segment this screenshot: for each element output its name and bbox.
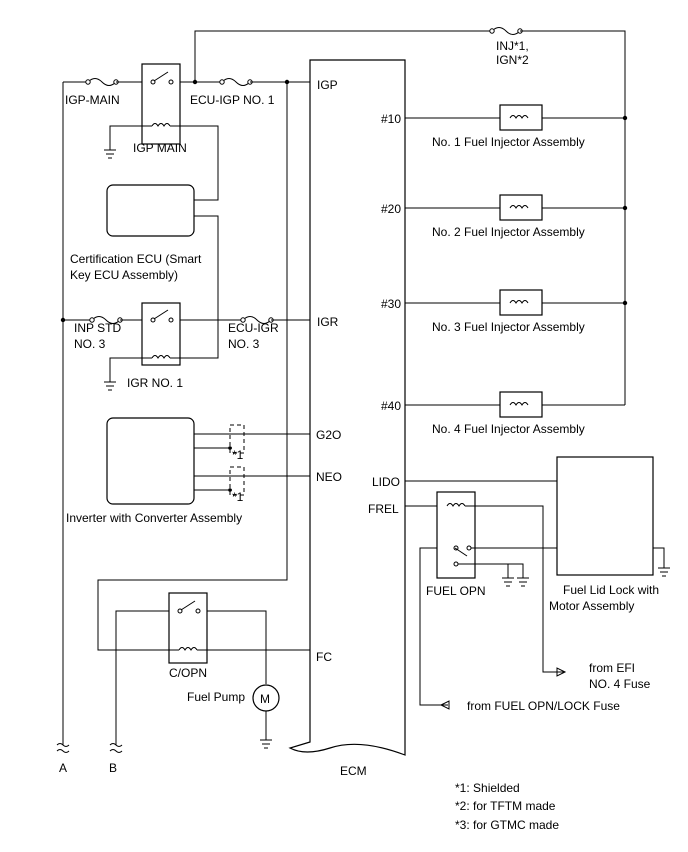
fuel-lid-lock-box bbox=[556, 456, 654, 576]
fuel-pump-ground-symbol bbox=[260, 739, 272, 749]
ecu-igp-fuse-symbol bbox=[221, 78, 251, 86]
connector-b-label: B bbox=[109, 761, 117, 775]
c-opn-circuit bbox=[97, 82, 310, 749]
c-opn-switch bbox=[180, 600, 196, 611]
wire-igp-to-fc bbox=[97, 82, 310, 651]
from-efi-label-2: NO. 4 Fuse bbox=[589, 677, 651, 691]
ecm-label: ECM bbox=[340, 764, 367, 778]
injector-3-label: No. 3 Fuel Injector Assembly bbox=[432, 320, 585, 334]
certification-ecu-box bbox=[106, 184, 195, 237]
inj-fuse-label-2: IGN*2 bbox=[496, 53, 529, 67]
shield-mark-top: *1 bbox=[232, 448, 244, 462]
fuel-opn-coil bbox=[446, 503, 466, 507]
pin-fc: FC bbox=[316, 650, 332, 664]
shield-bottom bbox=[229, 466, 245, 496]
pin-10: #10 bbox=[381, 112, 401, 126]
pin-lido: LIDO bbox=[372, 475, 400, 489]
inj-fuse-circuit bbox=[194, 27, 626, 405]
igr-no1-relay-box bbox=[141, 302, 181, 366]
note-shielded: *1: Shielded bbox=[455, 781, 520, 795]
pin-igr: IGR bbox=[317, 315, 339, 329]
fuel-lid-circuit bbox=[405, 456, 670, 710]
note-gtmc: *3: for GTMC made bbox=[455, 818, 559, 832]
igp-main-fuse-symbol bbox=[87, 78, 117, 86]
igp-circuit bbox=[63, 63, 310, 201]
certification-ecu-label-1: Certification ECU (Smart bbox=[70, 252, 202, 266]
from-efi-label-1: from EFI bbox=[589, 661, 635, 675]
connector-b-break bbox=[109, 743, 123, 753]
pin-neo: NEO bbox=[316, 470, 342, 484]
igp-main-coil bbox=[151, 123, 171, 127]
injector-2-box bbox=[499, 194, 543, 221]
igr-ground-symbol bbox=[104, 381, 116, 391]
injector-3-box bbox=[499, 289, 543, 316]
inverter-label: Inverter with Converter Assembly bbox=[66, 511, 242, 525]
ecm-block bbox=[288, 59, 406, 756]
fuel-lid-label-2: Motor Assembly bbox=[549, 599, 634, 613]
igp-main-relay-box bbox=[141, 63, 181, 145]
igr-no1-switch bbox=[153, 309, 169, 320]
igr-circuit bbox=[60, 82, 310, 745]
ecu-igr-fuse-label-1: ECU-IGR bbox=[228, 321, 279, 335]
motor-symbol-label: M bbox=[260, 692, 270, 706]
injector-4-box bbox=[499, 391, 543, 418]
c-opn-relay-label: C/OPN bbox=[169, 666, 207, 680]
wire-b bbox=[115, 610, 169, 745]
injector-circuits bbox=[405, 104, 628, 418]
fuel-lid-label-1: Fuel Lid Lock with bbox=[563, 583, 659, 597]
c-opn-relay-box bbox=[168, 592, 208, 664]
pin-20: #20 bbox=[381, 202, 401, 216]
inj-fuse-symbol bbox=[491, 27, 521, 35]
inverter-signal-wires bbox=[194, 424, 310, 496]
ecu-igr-fuse-symbol bbox=[242, 316, 272, 324]
connector-a-break bbox=[56, 743, 70, 753]
injector-2-label: No. 2 Fuel Injector Assembly bbox=[432, 225, 585, 239]
igp-main-switch bbox=[153, 71, 169, 82]
igp-main-relay-label: IGP MAIN bbox=[133, 141, 187, 155]
injector-4-label: No. 4 Fuel Injector Assembly bbox=[432, 422, 585, 436]
c-opn-coil bbox=[178, 647, 198, 651]
injector-1-label: No. 1 Fuel Injector Assembly bbox=[432, 135, 585, 149]
inp-std-fuse-symbol bbox=[91, 316, 121, 324]
shield-mark-bottom: *1 bbox=[232, 490, 244, 504]
fuel-pump-label: Fuel Pump bbox=[187, 690, 245, 704]
igp-ground-symbol bbox=[104, 149, 116, 159]
inp-std-fuse-label-2: NO. 3 bbox=[74, 337, 106, 351]
fuel-opn-relay-label: FUEL OPN bbox=[426, 584, 486, 598]
note-tftm: *2: for TFTM made bbox=[455, 799, 556, 813]
fuel-opn-switch bbox=[454, 547, 468, 557]
pin-40: #40 bbox=[381, 399, 401, 413]
inverter-box bbox=[106, 417, 195, 505]
igr-no1-relay-label: IGR NO. 1 bbox=[127, 376, 183, 390]
ecu-igp-fuse-label: ECU-IGP NO. 1 bbox=[190, 93, 275, 107]
pin-g2o: G2O bbox=[316, 428, 341, 442]
shield-top bbox=[229, 424, 245, 454]
pin-frel: FREL bbox=[368, 502, 399, 516]
injector-1-box bbox=[499, 104, 543, 131]
fuel-lid-ground-symbol bbox=[658, 567, 670, 577]
fuel-opn-ground-symbol bbox=[517, 577, 529, 587]
pin-30: #30 bbox=[381, 297, 401, 311]
ecu-igr-fuse-label-2: NO. 3 bbox=[228, 337, 260, 351]
inj-fuse-label-1: INJ*1, bbox=[496, 39, 529, 53]
connector-a-label: A bbox=[59, 761, 67, 775]
inp-std-fuse-label-1: INP STD bbox=[74, 321, 121, 335]
igp-main-fuse-label: IGP-MAIN bbox=[65, 93, 120, 107]
igr-no1-coil bbox=[151, 355, 171, 359]
from-fuel-opn-lock-label: from FUEL OPN/LOCK Fuse bbox=[467, 699, 620, 713]
certification-ecu-label-2: Key ECU Assembly) bbox=[70, 268, 178, 282]
pin-igp: IGP bbox=[317, 78, 338, 92]
